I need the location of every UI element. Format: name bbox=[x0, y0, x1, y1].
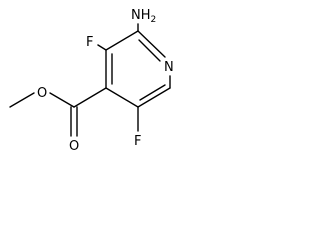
bond-n1-c2 bbox=[137, 30, 166, 58]
bond-c4-c5 bbox=[105, 87, 139, 108]
bond-carbonyl-o bbox=[49, 92, 75, 108]
fluoro-bottom-label: F bbox=[134, 134, 141, 149]
carbonyl-oxygen-label: O bbox=[69, 139, 79, 154]
bond-c2-c3 bbox=[105, 30, 139, 51]
ester-oxygen-label: O bbox=[37, 86, 47, 101]
chemical-structure: NH2 N F F O O bbox=[9, 8, 174, 154]
bond-c5-c6 bbox=[137, 87, 171, 108]
bond-c4-carbonyl bbox=[73, 87, 107, 108]
bond-c3-fluoro bbox=[97, 44, 107, 51]
ring-nitrogen-label: N bbox=[164, 60, 174, 75]
fluoro-top-label: F bbox=[86, 35, 93, 50]
bond-n1-c2-inner bbox=[138, 39, 161, 62]
bond-c5-c6-inner bbox=[139, 84, 166, 101]
bond-o-methyl bbox=[9, 92, 35, 108]
amino-label: NH2 bbox=[131, 8, 156, 25]
